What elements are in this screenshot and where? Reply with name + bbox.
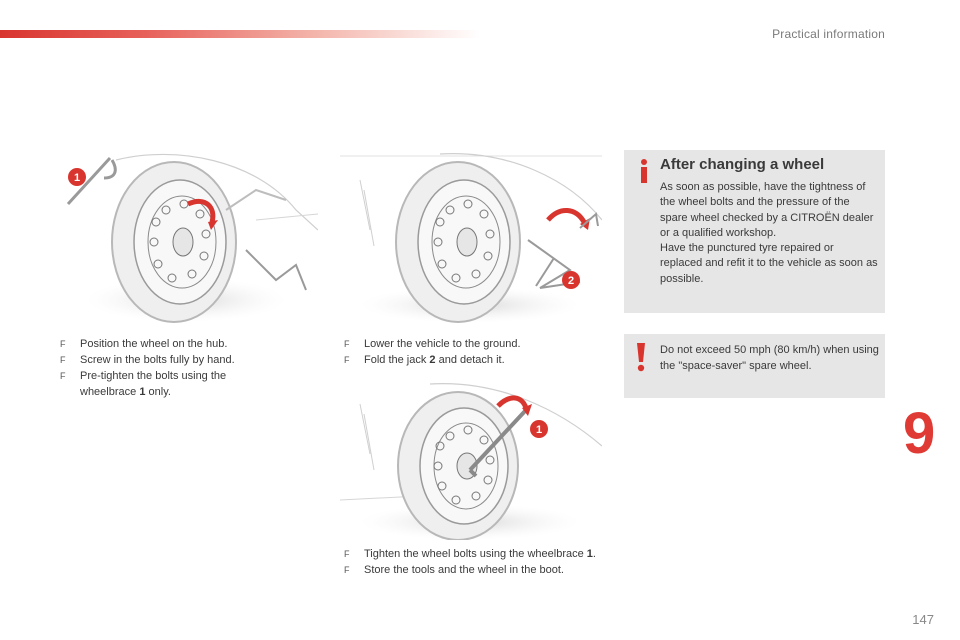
step-bullet: F	[344, 355, 350, 365]
illustration-tighten-bolts: 1	[340, 380, 602, 540]
step-bullet: F	[344, 565, 350, 575]
step-text: only.	[145, 386, 171, 398]
callout-number: 2	[568, 275, 574, 287]
steps-fit-wheel: F Position the wheel on the hub. F Screw i…	[56, 336, 276, 400]
step-text: Tighten the wheel bolts using the wheelb…	[364, 548, 587, 560]
exclamation-icon	[637, 343, 645, 372]
warning-text: Do not exceed 50 mph (80 km/h) when usin…	[660, 344, 879, 372]
step-item: F Screw in the bolts fully by hand.	[56, 352, 276, 368]
step-ref-number: 1	[139, 386, 146, 398]
steps-tighten-bolts: F Tighten the wheel bolts using the wheel…	[340, 546, 600, 578]
step-bullet: F	[60, 371, 66, 381]
step-text: Fold the jack	[364, 354, 430, 366]
callout-badge	[68, 168, 86, 186]
step-text: and detach it.	[435, 354, 505, 366]
info-box-line: As soon as possible, have the tightness …	[660, 181, 874, 239]
step-item: F Pre-tighten the bolts using the wheelbr…	[56, 368, 276, 400]
callout-number: 1	[74, 172, 80, 184]
step-text: Screw in the bolts fully by hand.	[80, 354, 235, 366]
chapter-number: 9	[903, 401, 936, 466]
warning-box: Do not exceed 50 mph (80 km/h) when usin…	[624, 334, 885, 398]
step-item: F Fold the jack 2 and detach it.	[340, 352, 580, 368]
steps-lower-vehicle: F Lower the vehicle to the ground. F Fold …	[340, 336, 580, 368]
info-box-title: After changing a wheel	[660, 156, 825, 173]
illustration-fit-wheel: 1	[56, 150, 318, 326]
illustration-lower-vehicle: 2	[340, 150, 602, 326]
step-ref-number: 2	[429, 354, 436, 366]
step-item: F Lower the vehicle to the ground.	[340, 336, 580, 352]
callout-badge	[562, 271, 580, 289]
step-bullet: F	[60, 355, 66, 365]
header-accent-bar	[0, 30, 480, 38]
callout-badge	[530, 420, 548, 438]
step-text: Store the tools and the wheel in the boo…	[364, 564, 564, 576]
step-item: F Store the tools and the wheel in the bo…	[340, 562, 600, 578]
info-box-line: Have the punctured tyre repaired or repl…	[660, 242, 878, 285]
step-text: .	[592, 548, 596, 560]
step-bullet: F	[344, 339, 350, 349]
step-text: Position the wheel on the hub.	[80, 338, 228, 350]
step-text: Pre-tighten the bolts using the wheelbra…	[80, 370, 227, 398]
step-text: Lower the vehicle to the ground.	[364, 338, 521, 350]
step-item: F Tighten the wheel bolts using the wheel…	[340, 546, 600, 562]
info-icon	[641, 159, 647, 183]
page-number: 147	[912, 612, 934, 627]
step-bullet: F	[344, 549, 350, 559]
info-box: After changing a wheel As soon as possib…	[624, 150, 885, 313]
info-box-text: As soon as possible, have the tightness …	[660, 180, 878, 287]
step-bullet: F	[60, 339, 66, 349]
step-ref-number: 1	[586, 548, 593, 560]
section-title: Practical information	[772, 27, 885, 41]
step-item: F Position the wheel on the hub.	[56, 336, 276, 352]
callout-number: 1	[536, 424, 542, 436]
